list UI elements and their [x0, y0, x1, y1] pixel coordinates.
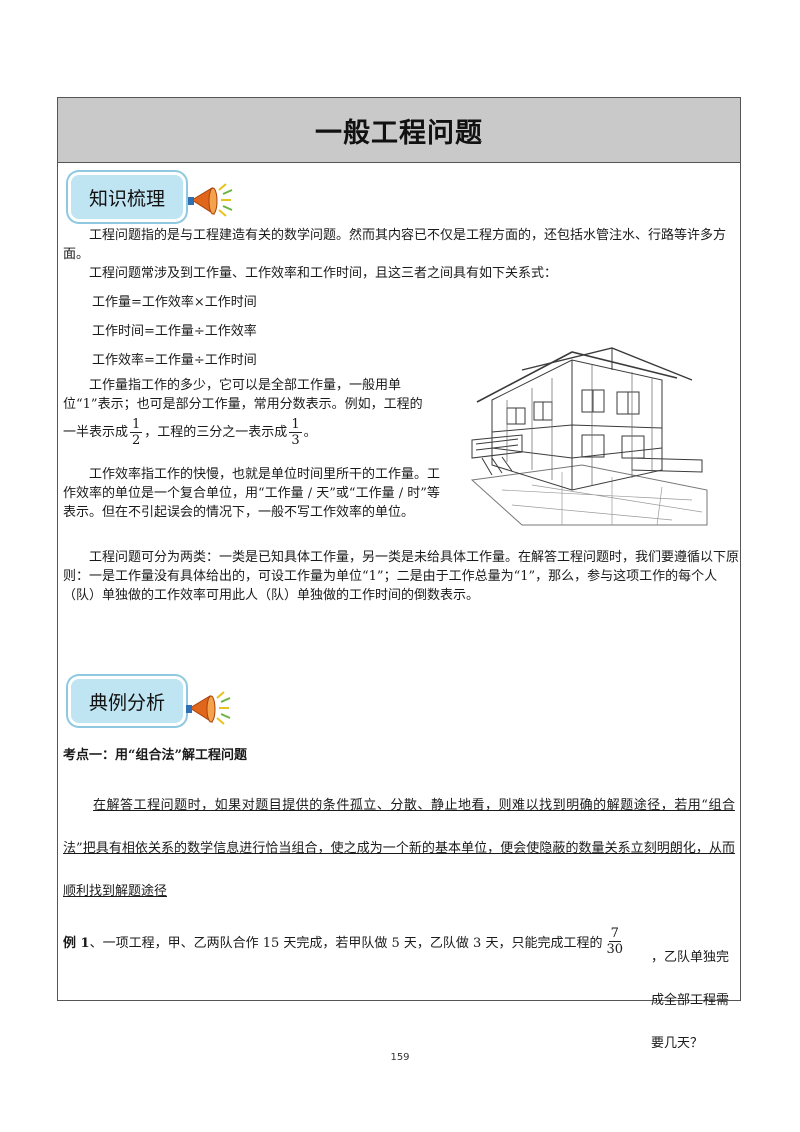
third-label: ，工程的三分之一表示成 [144, 425, 288, 440]
fraction-denominator: 30 [606, 942, 624, 957]
point-one-heading: 考点一：用“组合法”解工程问题 [63, 748, 247, 763]
fraction-one-half: 1 2 [130, 417, 143, 448]
fraction-denominator: 2 [132, 433, 141, 448]
section-heading-examples: 典例分析 [68, 676, 186, 726]
fraction-one-third: 1 3 [289, 417, 302, 448]
example-one: 例 1 、一项工程，甲、乙两队合作 15 天完成，若甲队做 5 天，乙队做 3 … [63, 926, 735, 957]
work-amount-paragraph: 工作量指工作的多少，它可以是全部工作量，一般用单位“1”表示；也可是部分工作量，… [63, 376, 447, 414]
formula-work-amount: 工作量=工作效率×工作时间 [92, 295, 257, 310]
megaphone-icon [186, 691, 231, 725]
megaphone-icon [188, 183, 233, 217]
intro-paragraph-2: 工程问题常涉及到工作量、工作效率和工作时间，且这三者之间具有如下关系式： [89, 266, 558, 281]
content-frame: 一般工程问题 [57, 97, 741, 1001]
work-amount-text: 工作量指工作的多少，它可以是全部工作量，一般用单位“1”表示；也可是部分工作量，… [63, 378, 423, 412]
example-label: 例 1 [63, 936, 90, 951]
intro-paragraph-1: 工程问题指的是与工程建造有关的数学问题。然而其内容已不仅是工程方面的，还包括水管… [63, 228, 727, 262]
point-one-description: 在解答工程问题时，如果对题目提供的条件孤立、分散、静止地看，则难以找到明确的解题… [63, 798, 735, 899]
fraction-numerator: 1 [289, 417, 302, 433]
page-title: 一般工程问题 [315, 117, 483, 149]
fraction-seven-thirtieths: 7 30 [604, 926, 625, 957]
page-number: 159 [390, 1052, 410, 1063]
period: 。 [303, 425, 317, 440]
fraction-denominator: 3 [291, 433, 300, 448]
efficiency-paragraph: 工作效率指工作的快慢，也就是单位时间里所干的工作量。工作效率的单位是一个复合单位… [63, 467, 441, 520]
example-text-a: 、一项工程，甲、乙两队合作 15 天完成，若甲队做 5 天，乙队做 3 天，只能… [89, 936, 603, 951]
half-label: 一半表示成 [63, 425, 129, 440]
categories-paragraph: 工程问题可分为两类：一类是已知具体工作量，另一类是未给具体工作量。在解答工程问题… [63, 550, 740, 603]
formula-work-time: 工作时间=工作量÷工作效率 [92, 324, 257, 339]
work-amount-fractions-line: 一半表示成 1 2 ，工程的三分之一表示成 1 3 。 [63, 417, 447, 448]
example-text-b: ，乙队单独完成全部工程需要几天？ [651, 950, 730, 1051]
section-heading-knowledge: 知识梳理 [68, 172, 186, 222]
title-bar: 一般工程问题 [58, 98, 740, 163]
fraction-numerator: 1 [130, 417, 143, 433]
house-blueprint-illustration [470, 347, 708, 526]
formula-work-efficiency: 工作效率=工作量÷工作时间 [92, 353, 257, 368]
fraction-numerator: 7 [608, 926, 621, 942]
